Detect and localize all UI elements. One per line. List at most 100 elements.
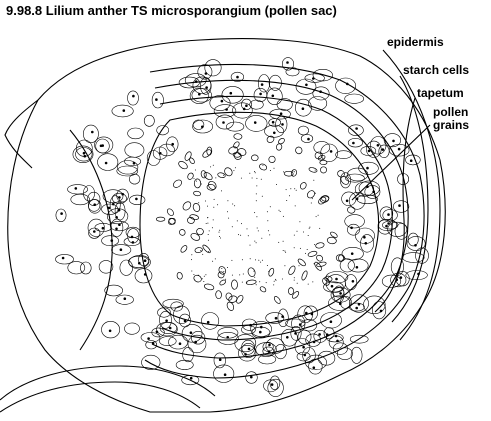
cell-nucleus (124, 298, 126, 300)
cell-nucleus (201, 126, 203, 128)
cell-nucleus (206, 87, 208, 89)
cell-nucleus (118, 209, 120, 211)
stipple-dot (223, 271, 224, 272)
cell-nucleus (269, 344, 271, 346)
pollen-grain (247, 267, 256, 278)
stipple-dot (300, 248, 301, 249)
wall-cell (152, 92, 163, 108)
cell-nucleus (195, 81, 197, 83)
stipple-dot (220, 238, 221, 239)
stipple-dot (294, 235, 295, 236)
wall-cell (238, 345, 256, 361)
wall-cell (403, 253, 425, 263)
wall-cell (314, 141, 330, 153)
stipple-dot (262, 260, 263, 261)
cell-nucleus (260, 326, 262, 328)
cell-nucleus (388, 214, 390, 216)
stipple-dot (198, 202, 199, 203)
pollen-grain (259, 286, 267, 293)
cell-nucleus (219, 359, 221, 361)
wall-cell (393, 201, 409, 213)
stipple-dot (289, 195, 290, 196)
pollen-grain (336, 169, 345, 178)
cell-nucleus (330, 150, 332, 152)
stipple-dot (209, 230, 210, 231)
wall-cell (146, 340, 157, 349)
stipple-dot (259, 281, 260, 282)
wall-cell (216, 115, 234, 129)
pollen-grain (299, 181, 307, 190)
label-pollen-line2: grains (433, 118, 469, 132)
stipple-dot (297, 283, 298, 284)
cell-nucleus (418, 273, 420, 275)
pollen-grain (315, 242, 324, 249)
wall-cell (142, 355, 161, 369)
cell-nucleus (273, 132, 275, 134)
stipple-dot (212, 227, 213, 228)
stipple-dot (280, 211, 281, 212)
cell-nucleus (135, 198, 137, 200)
wall-cell (80, 262, 91, 274)
stipple-dot (312, 198, 313, 199)
stipple-dot (217, 204, 218, 205)
stipple-dot (261, 238, 262, 239)
stipple-dot (213, 165, 214, 166)
stipple-dot (256, 284, 257, 285)
cell-nucleus (179, 343, 181, 345)
pollen-grain (320, 160, 327, 165)
stipple-dot (225, 279, 226, 280)
wall-cell (157, 126, 169, 135)
pollen-grain (231, 280, 237, 290)
wall-cell (309, 359, 323, 374)
stipple-dot (248, 235, 249, 236)
stipple-dot (255, 259, 256, 260)
stipple-dot (312, 281, 313, 282)
stipple-dot (194, 280, 195, 281)
stipple-dot (256, 242, 257, 243)
wall-cell (334, 286, 345, 303)
stipple-dot (228, 218, 229, 219)
stipple-dot (223, 175, 224, 176)
stipple-dot (208, 240, 209, 241)
cell-nucleus (399, 205, 401, 207)
cell-nucleus (382, 149, 384, 151)
label-pollen-line1: pollen (433, 105, 468, 119)
wall-cell (128, 128, 144, 139)
cell-nucleus (331, 285, 333, 287)
wall-cell (193, 77, 211, 94)
cell-nucleus (287, 62, 289, 64)
pollen-grain (251, 155, 258, 161)
wall-cell (222, 86, 243, 103)
stipple-dot (204, 276, 205, 277)
wall-cell (336, 78, 356, 94)
stipple-dot (284, 251, 285, 252)
wall-cell (110, 221, 128, 231)
stipple-dot (215, 177, 216, 178)
stipple-dot (235, 167, 236, 168)
stipple-dot (214, 199, 215, 200)
stipple-dot (243, 274, 244, 275)
label-epidermis: epidermis (387, 36, 444, 49)
anther-outline (8, 39, 445, 412)
stipple-dot (282, 279, 283, 280)
stipple-dot (278, 242, 279, 243)
cell-nucleus (159, 152, 161, 154)
stipple-dot (205, 201, 206, 202)
stipple-dot (241, 223, 242, 224)
wall-cell (102, 204, 118, 215)
stipple-dot (305, 253, 306, 254)
cell-nucleus (245, 105, 247, 107)
wall-cell (117, 166, 138, 176)
cell-nucleus (275, 317, 277, 319)
pollen-grain (301, 270, 309, 281)
cell-nucleus (91, 131, 93, 133)
pollen-grain (192, 203, 201, 213)
cell-nucleus (184, 320, 186, 322)
wall-cell (384, 134, 401, 147)
cell-texture (56, 58, 429, 397)
cell-nucleus (352, 142, 354, 144)
stipple-dot (262, 196, 263, 197)
stipple-dot (284, 265, 285, 266)
wall-cell (329, 336, 343, 349)
cell-nucleus (144, 273, 146, 275)
